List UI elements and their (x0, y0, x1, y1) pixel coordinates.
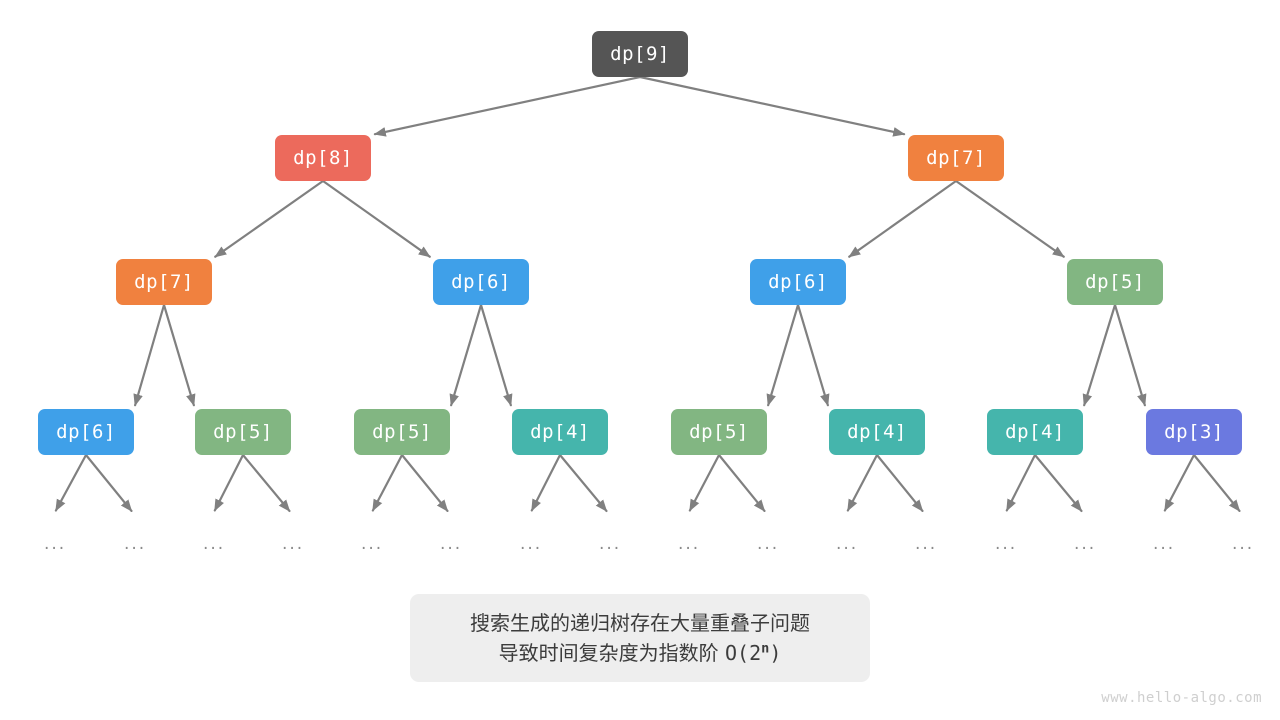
ellipsis-e9: ... (757, 534, 780, 554)
tree-node-n11[interactable]: dp[5] (671, 409, 767, 455)
tree-node-n1[interactable]: dp[8] (275, 135, 371, 181)
leaf-stub-edge-n8-e3 (241, 453, 291, 513)
ellipsis-e13: ... (1074, 534, 1097, 554)
tree-node-label: dp[6] (56, 420, 116, 443)
watermark: www.hello-algo.com (1101, 690, 1262, 706)
tree-edge-n4-n9 (449, 303, 483, 407)
ellipsis-e12: ... (995, 534, 1018, 554)
leaf-stub-edge-n14-e14 (1163, 453, 1196, 512)
tree-node-n13[interactable]: dp[4] (987, 409, 1083, 455)
tree-node-label: dp[8] (293, 146, 353, 169)
ellipsis-e14: ... (1153, 534, 1176, 554)
tree-node-label: dp[7] (926, 146, 986, 169)
complexity-base: O(2 (725, 640, 762, 665)
tree-node-label: dp[5] (372, 420, 432, 443)
ellipsis-e10: ... (836, 534, 859, 554)
leaf-stub-edge-n8-e2 (213, 453, 245, 512)
leaf-stub-edge-n12-e10 (846, 453, 879, 512)
ellipsis-e0: ... (44, 534, 67, 554)
caption-panel: 搜索生成的递归树存在大量重叠子问题 导致时间复杂度为指数阶 O(2n) (410, 594, 870, 682)
tree-node-n12[interactable]: dp[4] (829, 409, 925, 455)
ellipsis-e6: ... (520, 534, 543, 554)
tree-edge-n3-n8 (162, 303, 196, 407)
complexity-notation: O(2n) (725, 641, 781, 665)
ellipsis-e7: ... (599, 534, 622, 554)
leaf-stub-edge-n14-e15 (1192, 453, 1241, 512)
leaf-stub-edge-n13-e13 (1033, 453, 1083, 513)
tree-node-n14[interactable]: dp[3] (1146, 409, 1242, 455)
leaf-stub-edge-n10-e7 (558, 453, 608, 513)
ellipsis-e2: ... (203, 534, 226, 554)
ellipsis-e15: ... (1232, 534, 1255, 554)
ellipsis-e8: ... (678, 534, 701, 554)
tree-node-label: dp[9] (610, 42, 670, 65)
tree-node-label: dp[5] (213, 420, 273, 443)
leaf-stub-edge-n11-e9 (717, 453, 766, 512)
ellipsis-e3: ... (282, 534, 305, 554)
tree-node-label: dp[5] (1085, 270, 1145, 293)
caption-line-2-text: 导致时间复杂度为指数阶 (498, 640, 719, 665)
ellipsis-e1: ... (124, 534, 147, 554)
tree-node-label: dp[6] (768, 270, 828, 293)
tree-node-n3[interactable]: dp[7] (116, 259, 212, 305)
tree-node-label: dp[4] (530, 420, 590, 443)
tree-edge-n3-n7 (133, 303, 166, 407)
caption-line-1: 搜索生成的递归树存在大量重叠子问题 (470, 610, 810, 635)
tree-node-label: dp[4] (847, 420, 907, 443)
tree-node-label: dp[6] (451, 270, 511, 293)
tree-edge-n1-n3 (214, 179, 325, 258)
tree-node-n10[interactable]: dp[4] (512, 409, 608, 455)
tree-node-label: dp[4] (1005, 420, 1065, 443)
tree-edge-n6-n13 (1082, 303, 1117, 407)
complexity-close: ) (769, 640, 782, 665)
tree-edge-n2-n6 (954, 179, 1065, 258)
leaf-stub-edge-n13-e12 (1005, 453, 1037, 512)
ellipsis-e5: ... (440, 534, 463, 554)
tree-node-n2[interactable]: dp[7] (908, 135, 1004, 181)
complexity-exponent: n (761, 639, 770, 656)
leaf-stub-edge-n7-e0 (54, 453, 88, 512)
tree-node-n6[interactable]: dp[5] (1067, 259, 1163, 305)
tree-node-label: dp[3] (1164, 420, 1224, 443)
leaf-stub-edge-n9-e5 (400, 453, 449, 512)
tree-node-label: dp[7] (134, 270, 194, 293)
leaf-stub-edge-n10-e6 (530, 453, 562, 512)
leaf-stub-edge-n7-e1 (84, 453, 133, 512)
tree-edge-n5-n12 (796, 303, 830, 407)
tree-node-n9[interactable]: dp[5] (354, 409, 450, 455)
tree-edge-n5-n11 (766, 303, 800, 407)
ellipsis-e4: ... (361, 534, 384, 554)
ellipsis-e11: ... (915, 534, 938, 554)
tree-node-n7[interactable]: dp[6] (38, 409, 134, 455)
tree-node-n4[interactable]: dp[6] (433, 259, 529, 305)
tree-node-n5[interactable]: dp[6] (750, 259, 846, 305)
tree-edge-n0-n1 (373, 75, 642, 137)
tree-edge-n1-n4 (321, 179, 431, 258)
tree-node-label: dp[5] (689, 420, 749, 443)
tree-edge-n2-n5 (848, 179, 958, 258)
tree-edge-n4-n10 (479, 303, 513, 407)
leaf-stub-edge-n9-e4 (371, 453, 404, 512)
tree-node-n8[interactable]: dp[5] (195, 409, 291, 455)
tree-node-n0[interactable]: dp[9] (592, 31, 688, 77)
leaf-stub-edge-n11-e8 (688, 453, 721, 512)
tree-edge-n6-n14 (1113, 303, 1147, 407)
tree-edge-n0-n2 (638, 75, 906, 137)
caption-line-2: 导致时间复杂度为指数阶 O(2n) (499, 641, 782, 666)
leaf-stub-edge-n12-e11 (875, 453, 924, 512)
